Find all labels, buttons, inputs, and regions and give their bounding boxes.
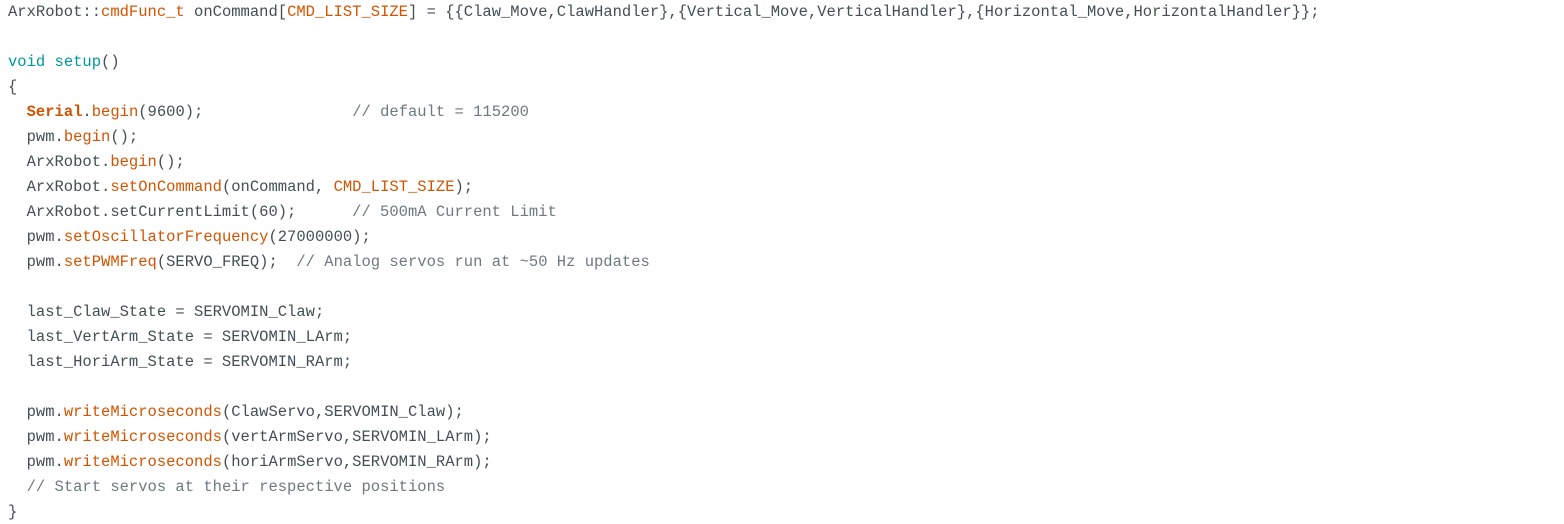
code-line: } xyxy=(8,500,17,524)
code-line: pwm.writeMicroseconds(vertArmServo,SERVO… xyxy=(8,425,492,449)
code-token: begin xyxy=(110,153,157,171)
code-token: (vertArmServo,SERVOMIN_LArm); xyxy=(221,428,492,446)
code-token: (); xyxy=(110,128,139,146)
code-token: () xyxy=(101,53,120,71)
code-line: last_HoriArm_State = SERVOMIN_RArm; xyxy=(8,350,353,374)
code-line: ArxRobot.begin(); xyxy=(8,150,185,174)
code-token: (onCommand, xyxy=(221,178,334,196)
code-token: pwm. xyxy=(8,228,64,246)
code-token: begin xyxy=(91,103,139,121)
code-line: pwm.setOscillatorFrequency(27000000); xyxy=(8,225,371,249)
code-token: setOscillatorFrequency xyxy=(63,228,269,246)
code-token: pwm. xyxy=(8,403,64,421)
code-token: (horiArmServo,SERVOMIN_RArm); xyxy=(221,453,492,471)
code-line: ArxRobot.setOnCommand(onCommand, CMD_LIS… xyxy=(8,175,474,199)
code-token: CMD_LIST_SIZE xyxy=(333,178,455,196)
code-token: // Analog servos run at ~50 Hz updates xyxy=(296,253,650,271)
code-line: last_VertArm_State = SERVOMIN_LArm; xyxy=(8,325,353,349)
code-line: { xyxy=(8,75,17,99)
code-line: // Start servos at their respective posi… xyxy=(8,475,446,499)
code-token: setPWMFreq xyxy=(63,253,157,271)
code-token: CMD_LIST_SIZE xyxy=(287,3,408,21)
code-token: // 500mA Current Limit xyxy=(352,203,557,221)
code-token: { xyxy=(8,78,18,96)
code-token: } xyxy=(8,503,18,521)
code-token: last_VertArm_State = SERVOMIN_LArm; xyxy=(8,328,353,346)
code-token: pwm. xyxy=(8,253,64,271)
code-token: pwm. xyxy=(8,128,64,146)
code-token: setOnCommand xyxy=(110,178,222,196)
code-line: ArxRobot.setCurrentLimit(60); // 500mA C… xyxy=(8,200,557,224)
code-line: Serial.begin(9600); // default = 115200 xyxy=(8,100,529,124)
code-line: pwm.writeMicroseconds(ClawServo,SERVOMIN… xyxy=(8,400,464,424)
code-token: ArxRobot. xyxy=(8,178,111,196)
code-token: ); xyxy=(454,178,474,196)
code-token: writeMicroseconds xyxy=(63,428,222,446)
code-token: pwm. xyxy=(8,453,64,471)
code-token: pwm. xyxy=(8,428,64,446)
code-token: begin xyxy=(63,128,111,146)
code-token: (9600); xyxy=(138,103,353,121)
code-line: ArxRobot::cmdFunc_t onCommand[CMD_LIST_S… xyxy=(8,0,1320,24)
code-token: (); xyxy=(156,153,185,171)
code-token: (27000000); xyxy=(268,228,371,246)
code-token: . xyxy=(82,103,92,121)
code-token: cmdFunc_t xyxy=(101,3,185,21)
code-token xyxy=(45,53,54,71)
code-line: pwm.begin(); xyxy=(8,125,139,149)
code-token xyxy=(8,103,27,121)
code-token: void xyxy=(8,53,46,71)
code-token: last_Claw_State = SERVOMIN_Claw; xyxy=(8,303,325,321)
code-token: writeMicroseconds xyxy=(63,403,222,421)
code-token: (SERVO_FREQ); xyxy=(156,253,297,271)
code-token: (ClawServo,SERVOMIN_Claw); xyxy=(221,403,464,421)
code-token: writeMicroseconds xyxy=(63,453,222,471)
code-token: Serial xyxy=(26,103,83,121)
code-token: ArxRobot.setCurrentLimit(60); xyxy=(8,203,353,221)
code-token: last_HoriArm_State = SERVOMIN_RArm; xyxy=(8,353,353,371)
code-token: ArxRobot:: xyxy=(8,3,102,21)
code-token: ArxRobot. xyxy=(8,153,111,171)
code-token: // Start servos at their respective posi… xyxy=(26,478,446,496)
code-line: pwm.setPWMFreq(SERVO_FREQ); // Analog se… xyxy=(8,250,650,274)
code-token: onCommand[ xyxy=(184,3,288,21)
code-line: pwm.writeMicroseconds(horiArmServo,SERVO… xyxy=(8,450,492,474)
code-line: last_Claw_State = SERVOMIN_Claw; xyxy=(8,300,325,324)
code-line: void setup() xyxy=(8,50,120,74)
code-token xyxy=(8,478,27,496)
code-token: // default = 115200 xyxy=(352,103,529,121)
code-token: setup xyxy=(54,53,102,71)
code-token: ] = {{Claw_Move,ClawHandler},{Vertical_M… xyxy=(407,3,1320,21)
